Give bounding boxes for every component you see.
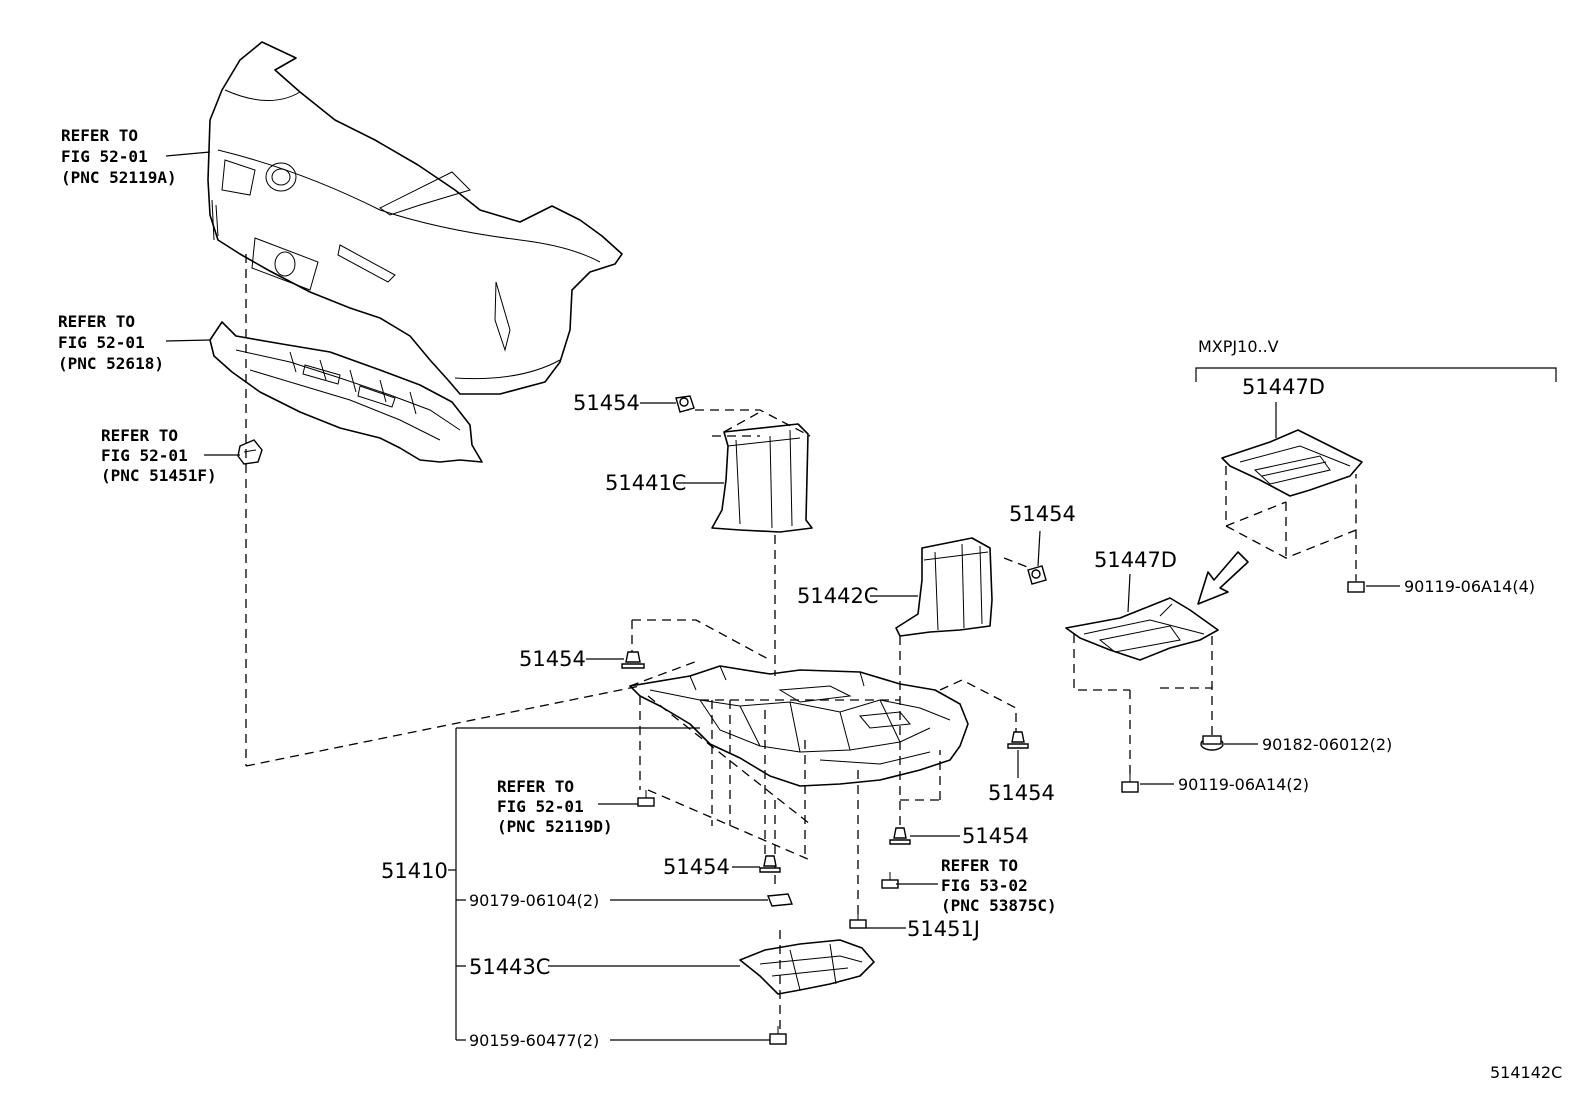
front-bumper-cover [207, 41, 623, 395]
figure-code: 514142C [1490, 1063, 1562, 1082]
part-label[interactable]: 51454 [573, 391, 640, 415]
clip-icon [1007, 731, 1029, 749]
callout-line: REFER TO [101, 426, 178, 445]
part-label[interactable]: 51447D [1094, 548, 1177, 572]
part-label[interactable]: 51454 [962, 824, 1029, 848]
direction-arrow-icon [1197, 551, 1249, 605]
refer-callout-bumper: REFER TO FIG 52-01 (PNC 52119A) [61, 126, 177, 187]
assembly-lines [245, 254, 1357, 1030]
screw-icon [769, 1026, 787, 1045]
refer-callout-screw-d: REFER TO FIG 52-01 (PNC 52119D) [497, 777, 613, 836]
part-label[interactable]: 90179-06104(2) [469, 891, 599, 910]
callout-line: FIG 52-01 [101, 446, 188, 465]
bolt-icon [1347, 574, 1365, 593]
rear-cover-upper [1221, 429, 1363, 497]
callout-line: REFER TO [497, 777, 574, 796]
screw-icon [637, 790, 655, 807]
clip-icon [889, 827, 911, 845]
callout-line: REFER TO [58, 312, 135, 331]
callout-line: FIG 52-01 [497, 797, 584, 816]
engine-under-cover [629, 665, 969, 787]
left-splash-shield [711, 423, 813, 533]
part-label[interactable]: 51441C [605, 471, 686, 495]
callout-line: FIG 52-01 [58, 333, 145, 352]
clip-icon [675, 395, 695, 413]
retainer-clip-icon [237, 439, 263, 465]
part-label[interactable]: 90119-06A14(2) [1178, 775, 1309, 794]
part-label[interactable]: 90159-60477(2) [469, 1031, 599, 1050]
callout-line: REFER TO [941, 856, 1018, 875]
part-label[interactable]: 51443C [469, 955, 550, 979]
callout-line: (PNC 52119A) [61, 168, 177, 187]
rear-cover-lower [1065, 597, 1219, 661]
refer-callout-screw-c: REFER TO FIG 53-02 (PNC 53875C) [941, 856, 1057, 915]
part-label[interactable]: 51454 [663, 855, 730, 879]
nut-icon [1200, 735, 1224, 751]
bolt-icon [1121, 774, 1139, 793]
refer-callout-retainer: REFER TO FIG 52-01 (PNC 51451F) [101, 426, 217, 485]
clip-icon [1027, 565, 1047, 585]
part-label[interactable]: 51451J [907, 917, 980, 941]
part-label[interactable]: 90182-06012(2) [1262, 735, 1392, 754]
clip-icon [621, 651, 645, 669]
lower-cover [739, 939, 875, 995]
leader-lines [165, 151, 1557, 1041]
bolt-icon [849, 912, 867, 929]
right-splash-shield [895, 537, 993, 637]
callout-line: (PNC 53875C) [941, 896, 1057, 915]
part-label[interactable]: 51454 [519, 647, 586, 671]
nut-clip-icon [767, 893, 793, 907]
callout-line: (PNC 51451F) [101, 466, 217, 485]
callout-line: FIG 52-01 [61, 147, 148, 166]
part-label[interactable]: 90119-06A14(4) [1404, 577, 1535, 596]
fasteners [621, 395, 1365, 1045]
screw-icon [881, 872, 899, 889]
refer-callout-absorber: REFER TO FIG 52-01 (PNC 52618) [58, 312, 164, 373]
callout-line: (PNC 52618) [58, 354, 164, 373]
variant-label: MXPJ10..V [1198, 337, 1279, 356]
clip-icon [759, 855, 781, 873]
part-label[interactable]: 51410 [381, 859, 448, 883]
callout-line: (PNC 52119D) [497, 817, 613, 836]
part-label[interactable]: 51447D [1242, 375, 1325, 399]
energy-absorber [209, 321, 483, 463]
callout-line: REFER TO [61, 126, 138, 145]
callout-line: FIG 53-02 [941, 876, 1028, 895]
part-label[interactable]: 51454 [1009, 502, 1076, 526]
part-label[interactable]: 51454 [988, 781, 1055, 805]
part-label[interactable]: 51442C [797, 584, 878, 608]
